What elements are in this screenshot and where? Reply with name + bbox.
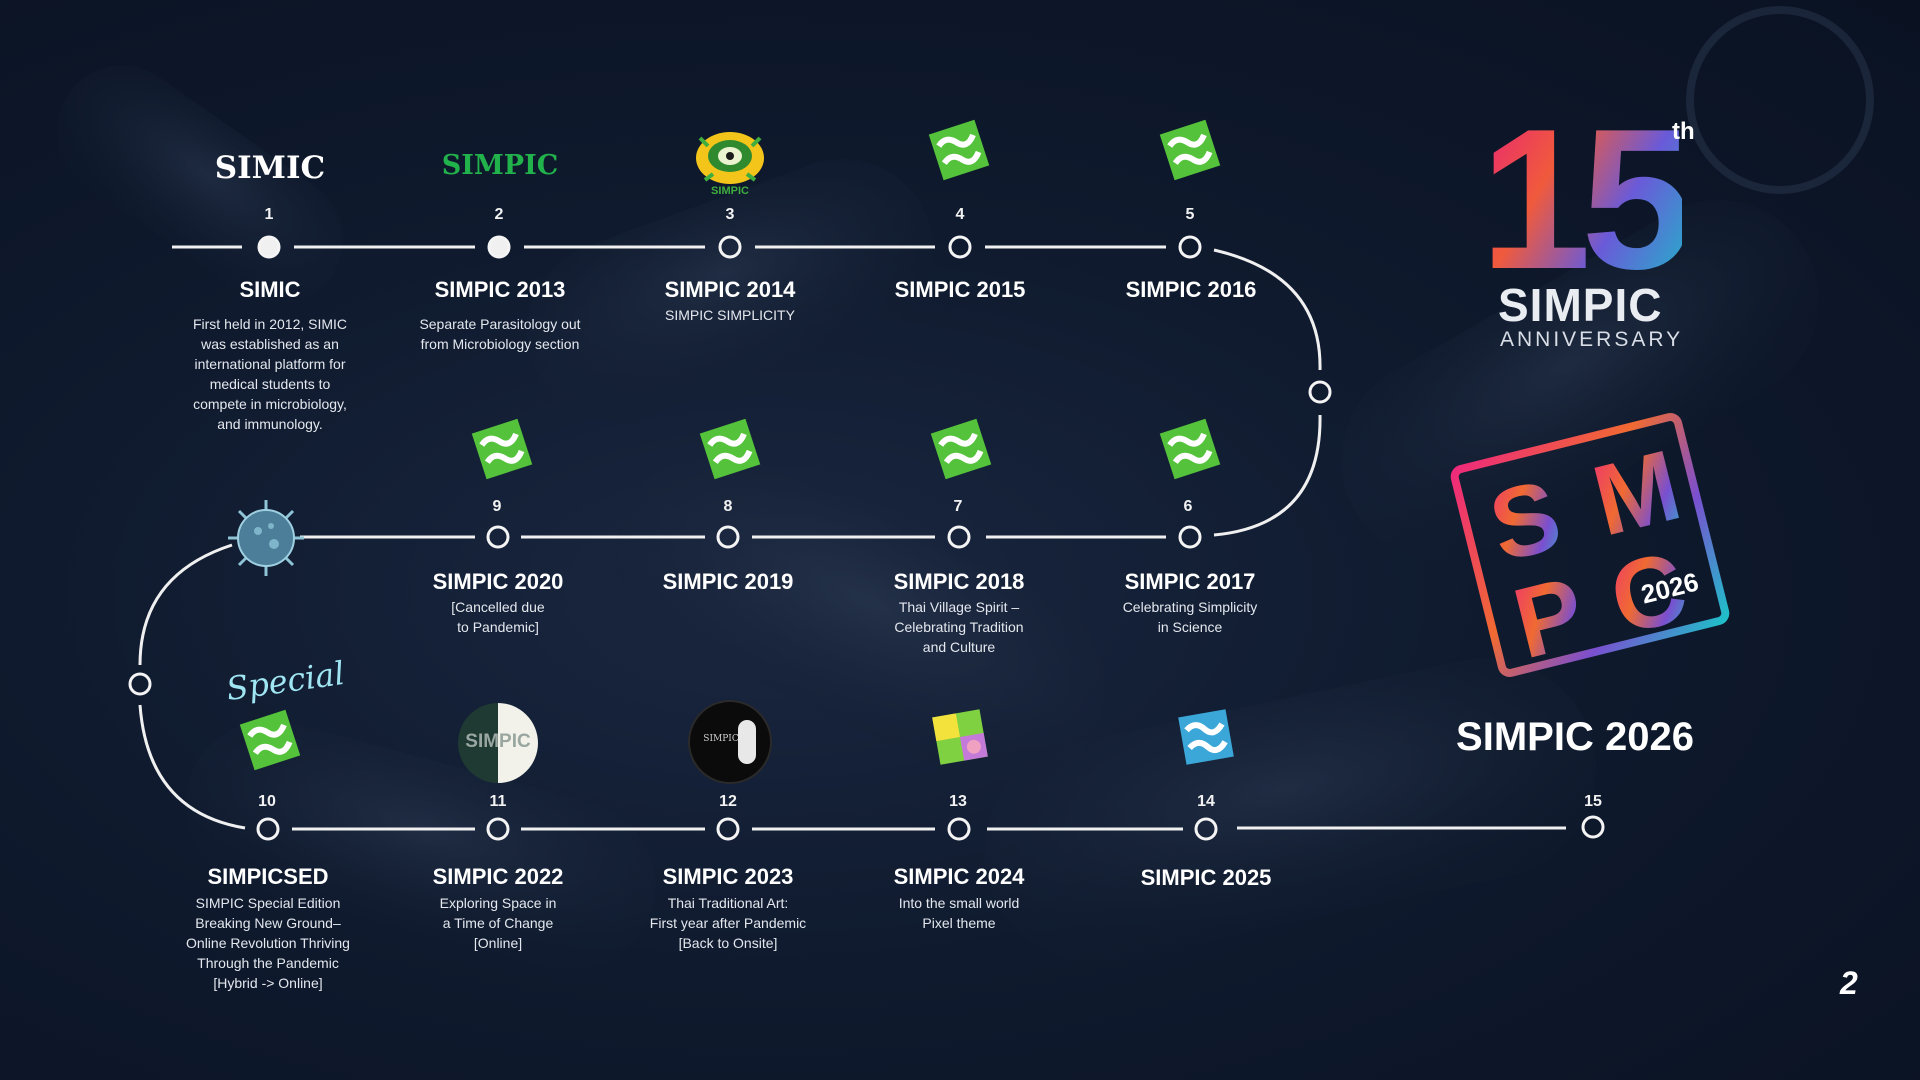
node-number-11: 11 bbox=[489, 793, 507, 810]
simpic-tile-logo-2020 bbox=[470, 417, 534, 481]
anniversary-subtitle: ANNIVERSARY bbox=[1500, 328, 1684, 351]
current-edition-title: SIMPIC 2026 bbox=[1456, 715, 1694, 759]
edition-desc-11: Exploring Space in a Time of Change [Onl… bbox=[439, 895, 557, 951]
timeline-node-12 bbox=[716, 817, 740, 841]
simpic-2022-logo: SIMPIC bbox=[458, 703, 538, 783]
simpic-2023-logo: SIMPIC bbox=[688, 700, 772, 784]
edition-title-2: SIMPIC 2013 bbox=[434, 277, 566, 302]
page-number: 2 bbox=[1840, 965, 1858, 1001]
node-number-6: 6 bbox=[1183, 498, 1193, 515]
timeline-node-9 bbox=[486, 525, 510, 549]
timeline-node-10 bbox=[256, 817, 280, 841]
edition-title-4: SIMPIC 2015 bbox=[894, 277, 1026, 302]
node-number-5: 5 bbox=[1185, 206, 1195, 223]
timeline-node-curve-a bbox=[1308, 380, 1332, 404]
edition-title-7: SIMPIC 2018 bbox=[893, 569, 1025, 594]
timeline-node-7 bbox=[947, 525, 971, 549]
anniversary-suffix: th bbox=[1672, 118, 1695, 145]
simpic-tile-logo-2019 bbox=[698, 417, 762, 481]
timeline-node-15 bbox=[1581, 815, 1605, 839]
edition-title-1: SIMIC bbox=[239, 277, 301, 302]
logo-letter-p: P bbox=[1504, 556, 1596, 681]
node-number-2: 2 bbox=[494, 206, 504, 223]
node-number-12: 12 bbox=[719, 793, 737, 810]
node-number-7: 7 bbox=[953, 498, 963, 515]
edition-desc-6: Celebrating Simplicity in Science bbox=[1122, 599, 1258, 635]
simpic-2013-logo: SIMPIC bbox=[441, 150, 559, 181]
node-number-13: 13 bbox=[949, 793, 967, 810]
simpic-2022-logo-text: SIMPIC bbox=[465, 731, 531, 752]
simpic-tile-logo-2016 bbox=[1158, 118, 1222, 182]
timeline-node-5 bbox=[1178, 235, 1202, 259]
edition-title-12: SIMPIC 2023 bbox=[662, 864, 794, 889]
timeline-nodes bbox=[128, 235, 1605, 841]
node-number-14: 14 bbox=[1197, 793, 1215, 810]
anniversary-number: 15 bbox=[1480, 88, 1692, 311]
edition-title-5: SIMPIC 2016 bbox=[1125, 277, 1257, 302]
timeline-node-1 bbox=[257, 235, 281, 259]
simpic-tile-logo-2017 bbox=[1158, 417, 1222, 481]
edition-desc-3: SIMPIC SIMPLICITY bbox=[665, 307, 795, 323]
simic-logo: SIMIC bbox=[214, 150, 326, 186]
edition-desc-9: [Cancelled due to Pandemic] bbox=[451, 599, 545, 635]
edition-title-13: SIMPIC 2024 bbox=[893, 864, 1025, 889]
anniversary-title: SIMPIC bbox=[1498, 279, 1663, 331]
edition-title-3: SIMPIC 2014 bbox=[664, 277, 796, 302]
virus-icon bbox=[228, 500, 304, 576]
edition-title-6: SIMPIC 2017 bbox=[1124, 569, 1256, 594]
edition-title-10: SIMPICSED bbox=[207, 864, 329, 889]
node-number-9: 9 bbox=[492, 498, 502, 515]
timeline-node-14 bbox=[1194, 817, 1218, 841]
node-number-15: 15 bbox=[1584, 793, 1602, 810]
simpic-2024-pixel-logo bbox=[928, 705, 992, 769]
timeline-node-11 bbox=[486, 817, 510, 841]
edition-desc-13: Into the small world Pixel theme bbox=[898, 895, 1020, 931]
edition-desc-12: Thai Traditional Art: First year after P… bbox=[649, 895, 807, 951]
edition-title-8: SIMPIC 2019 bbox=[662, 569, 794, 594]
edition-desc-1: First held in 2012, SIMIC was establishe… bbox=[192, 316, 348, 432]
timeline-node-4 bbox=[948, 235, 972, 259]
node-number-4: 4 bbox=[955, 206, 965, 223]
edition-desc-2: Separate Parasitology out from Microbiol… bbox=[419, 316, 581, 352]
node-number-1: 1 bbox=[264, 206, 274, 223]
simpic-tile-logo-2015 bbox=[927, 118, 991, 182]
edition-desc-10: SIMPIC Special Edition Breaking New Grou… bbox=[186, 895, 350, 991]
simpic-tile-logo-sed bbox=[238, 708, 302, 772]
timeline-node-6 bbox=[1178, 525, 1202, 549]
node-number-8: 8 bbox=[723, 498, 733, 515]
simpic-2014-mascot-logo: SIMPIC bbox=[696, 132, 764, 197]
edition-desc-7: Thai Village Spirit – Celebrating Tradit… bbox=[894, 599, 1024, 655]
edition-title-9: SIMPIC 2020 bbox=[432, 569, 564, 594]
simpic-2026-logo: S M P C 2026 bbox=[1450, 412, 1730, 681]
simpic-tile-logo-2018 bbox=[929, 417, 993, 481]
simpic-2023-logo-text: SIMPIC bbox=[703, 734, 739, 744]
simpic-2014-logo-text: SIMPIC bbox=[711, 185, 749, 197]
timeline-node-13 bbox=[947, 817, 971, 841]
simpic-2025-logo bbox=[1174, 705, 1238, 769]
timeline-node-3 bbox=[718, 235, 742, 259]
node-number-10: 10 bbox=[258, 793, 276, 810]
edition-title-11: SIMPIC 2022 bbox=[432, 864, 564, 889]
timeline-node-8 bbox=[716, 525, 740, 549]
edition-title-14: SIMPIC 2025 bbox=[1140, 865, 1272, 890]
timeline-node-curve-b bbox=[128, 672, 152, 696]
node-number-3: 3 bbox=[725, 206, 735, 223]
timeline-node-2 bbox=[487, 235, 511, 259]
